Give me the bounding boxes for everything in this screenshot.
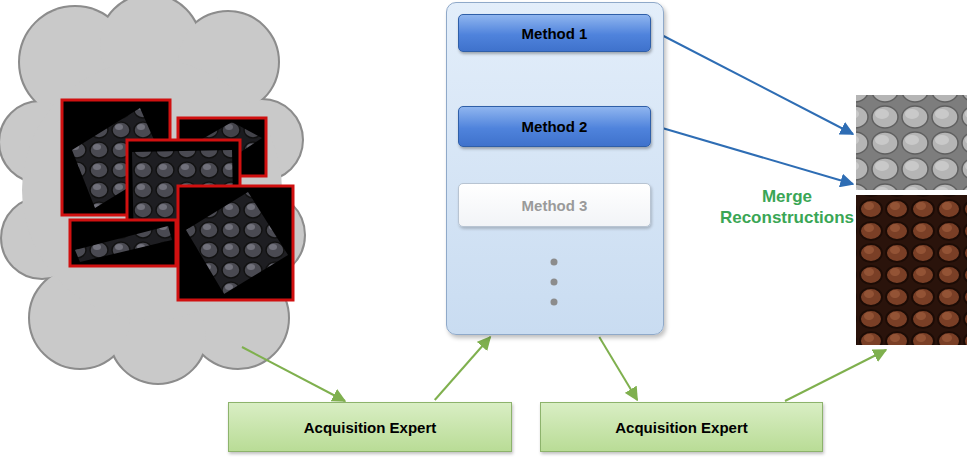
method-box: Method 1	[458, 14, 651, 52]
node-text: Method 1	[522, 25, 588, 42]
flow-connector	[599, 337, 637, 400]
flow-arrow	[242, 347, 345, 401]
merge-arrow	[652, 125, 853, 184]
method-panel: Method 1 Method 2 Method 3	[446, 2, 664, 335]
grey-texture	[856, 95, 967, 190]
merge-arrow	[652, 30, 853, 134]
leather-photo	[178, 186, 293, 300]
node-text: Acquisition Expert	[304, 419, 437, 436]
cloud	[0, 0, 304, 383]
expert-box: Acquisition Expert	[540, 402, 823, 452]
node-text: Acquisition Expert	[615, 419, 748, 436]
flow-connector	[435, 337, 491, 400]
leather-photo	[70, 220, 176, 266]
node-text: Method 2	[522, 118, 588, 135]
expert-box: Acquisition Expert	[228, 402, 512, 452]
node-text: Method 3	[522, 197, 588, 214]
cloud-fill	[0, 0, 304, 383]
annotation-label: Merge Reconstructions	[712, 186, 862, 229]
method-box: Method 3	[458, 183, 651, 227]
flow-arrow	[785, 350, 886, 401]
method-box: Method 2	[458, 106, 651, 147]
brown-texture	[856, 195, 967, 345]
